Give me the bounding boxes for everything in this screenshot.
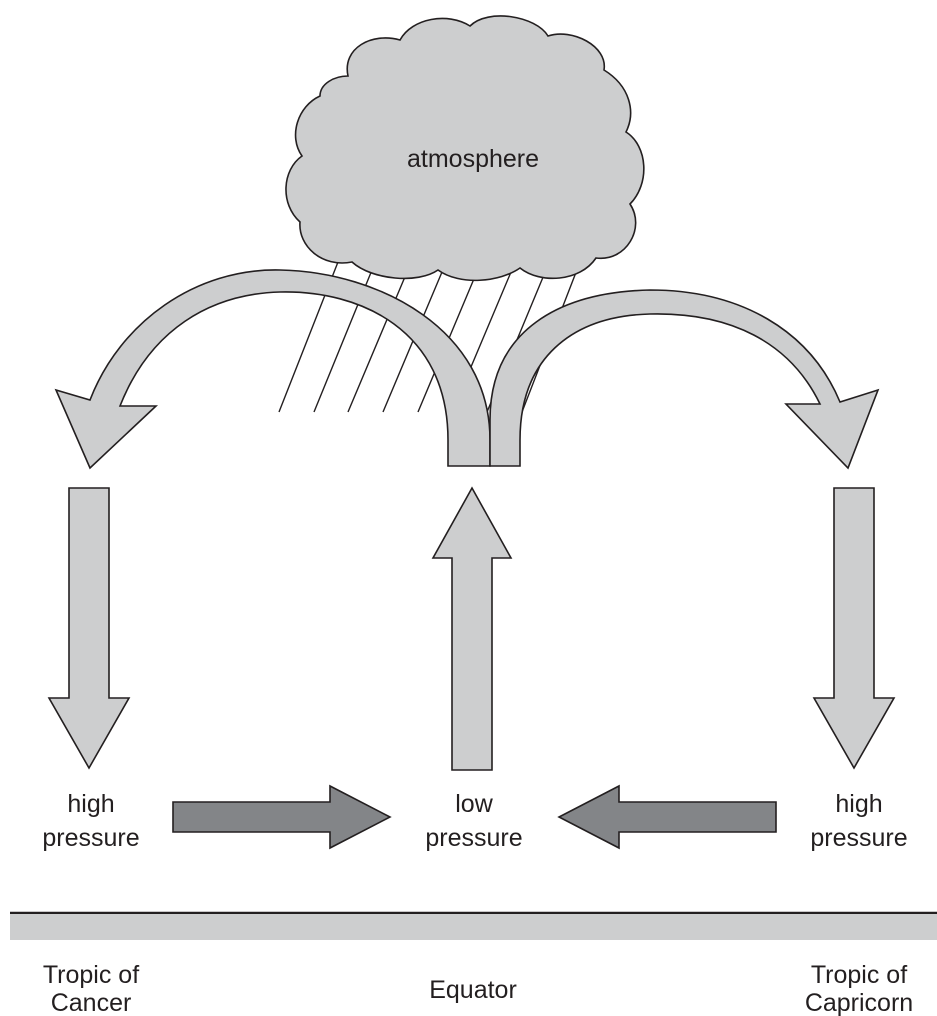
ground-band [10, 914, 937, 940]
left-zone-line2: pressure [42, 824, 139, 852]
tropic-capricorn-line2: Capricorn [805, 989, 913, 1016]
sinking-air-arrow-right [812, 487, 896, 770]
tropic-cancer-line1: Tropic of [43, 961, 139, 989]
trade-wind-arrow-left [172, 784, 392, 850]
equator-label: Equator [429, 976, 517, 1004]
right-zone-line2: pressure [810, 824, 907, 852]
curved-arrow-left [54, 269, 491, 470]
right-zone-line1: high [835, 790, 882, 818]
rising-air-arrow [431, 486, 513, 771]
rain-streak [382, 271, 443, 413]
center-zone-line2: pressure [425, 824, 522, 852]
trade-wind-arrow-right [557, 784, 777, 850]
tropic-capricorn-line1: Tropic of [811, 961, 907, 989]
center-zone-line1: low [455, 790, 493, 818]
atmosphere-label: atmosphere [407, 145, 539, 173]
tropic-cancer-line2: Cancer [51, 989, 132, 1016]
rain-streak [347, 271, 408, 413]
curved-arrow-right [489, 289, 880, 470]
sinking-air-arrow-left [47, 487, 131, 770]
atmosphere-cloud [285, 15, 645, 282]
left-zone-line1: high [67, 790, 114, 818]
